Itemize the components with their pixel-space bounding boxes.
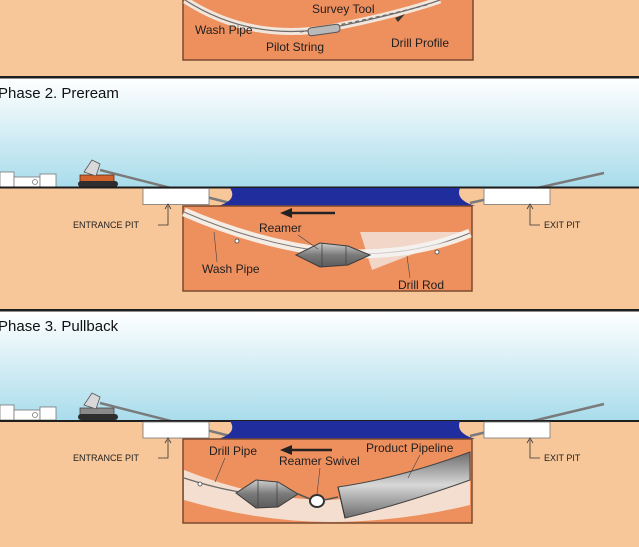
phase2-panel: Phase 2. Preream ENTRANCE PIT EXIT PIT — [0, 78, 639, 292]
pilot-string-label: Pilot String — [266, 40, 324, 54]
entrance-pit — [142, 188, 210, 205]
phase2-title: Phase 2. Preream — [0, 85, 119, 102]
drill-pipe-label: Drill Pipe — [209, 444, 257, 458]
phase1-panel: Survey Tool Wash Pipe Pilot String Drill… — [182, 0, 474, 61]
exit-pit-label: EXIT PIT — [544, 453, 581, 463]
product-pipeline — [337, 451, 471, 519]
reamer-swivel-label: Reamer Swivel — [279, 454, 360, 468]
panel-divider — [0, 76, 639, 79]
reamer — [294, 242, 372, 268]
phase3-panel: Phase 3. Pullback ENTRANCE PIT EXIT PIT — [0, 311, 639, 524]
exit-pit — [483, 421, 551, 439]
sky — [0, 78, 639, 187]
panel-divider — [0, 309, 639, 312]
sky — [0, 311, 639, 421]
river — [218, 188, 475, 206]
entrance-pit-label: ENTRANCE PIT — [73, 220, 140, 230]
drill-rig — [0, 392, 118, 421]
exit-pit — [483, 188, 551, 205]
wash-pipe-label: Wash Pipe — [202, 262, 260, 276]
entrance-pit-label: ENTRANCE PIT — [73, 453, 140, 463]
drill-profile-label: Drill Profile — [391, 36, 449, 50]
phase3-title: Phase 3. Pullback — [0, 318, 119, 335]
drill-rod-label: Drill Rod — [398, 278, 444, 292]
reamer-swivel — [309, 494, 325, 508]
drill-rig — [0, 159, 118, 188]
reamer-label: Reamer — [259, 221, 302, 235]
river — [218, 421, 475, 439]
product-pipeline-label: Product Pipeline — [366, 441, 454, 455]
survey-tool-label: Survey Tool — [312, 2, 374, 16]
exit-pit-label: EXIT PIT — [544, 220, 581, 230]
entrance-pit — [142, 421, 210, 439]
wash-pipe-label: Wash Pipe — [195, 23, 253, 37]
